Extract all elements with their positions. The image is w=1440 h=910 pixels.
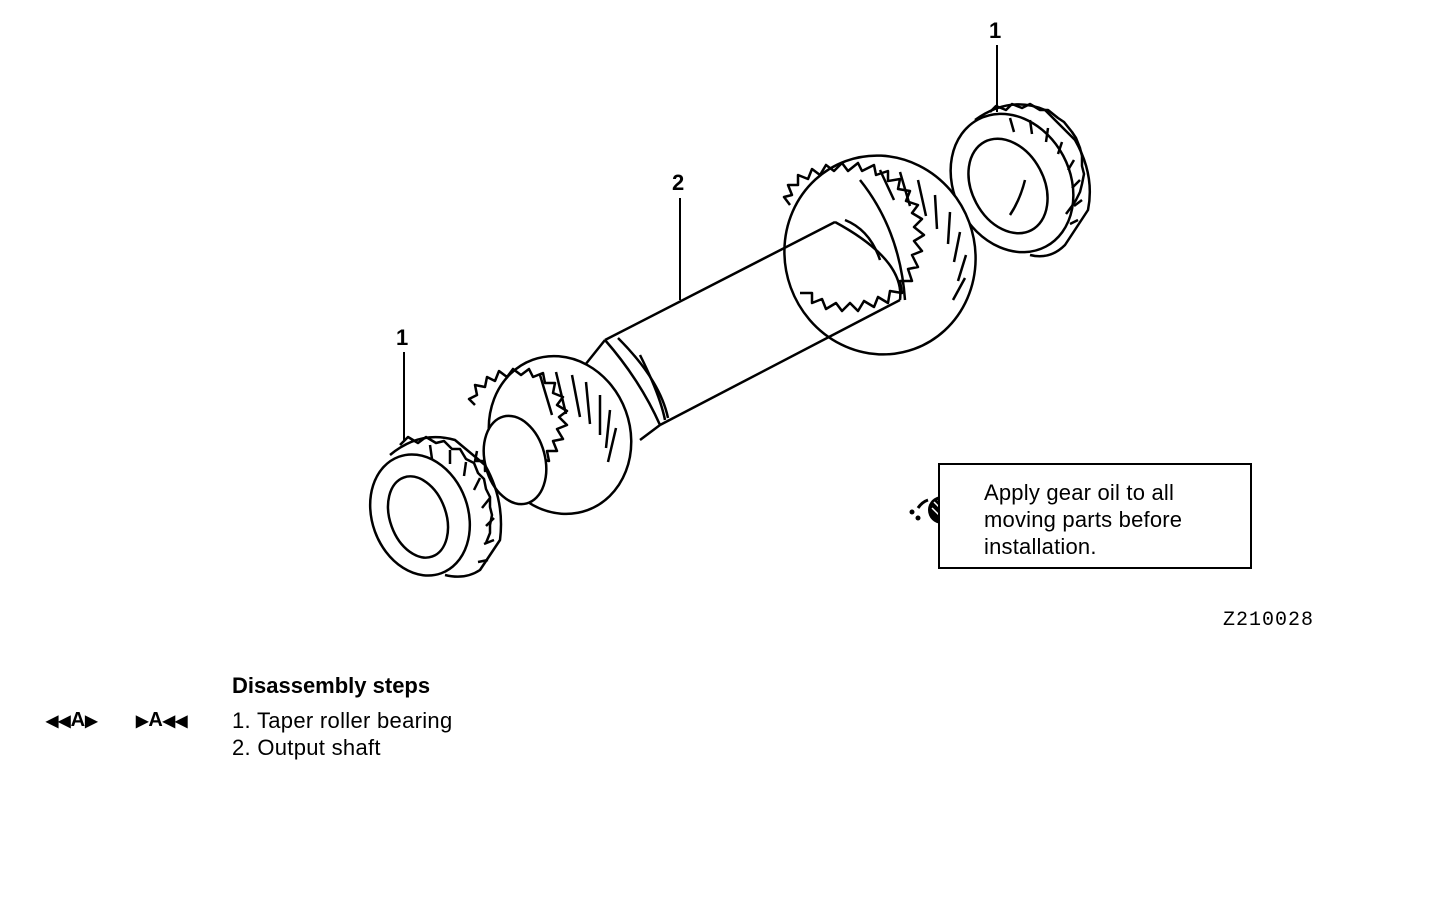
output-shaft [584,220,902,441]
step-item-1: 1. Taper roller bearing [232,708,453,733]
removal-marker-letter: A [70,709,86,731]
figure-code: Z210028 [1223,609,1315,632]
left-arrow-icon: ◀◀ [46,713,71,730]
installation-service-marker: ▶A◀◀ [136,707,187,735]
small-helical-gear [467,354,633,516]
left-arrow-icon: ◀◀ [162,713,188,730]
note-line-1: Apply gear oil to all [984,480,1175,505]
taper-roller-bearing-left [368,435,503,578]
note-line-3: installation. [984,534,1097,559]
taper-roller-bearing-right [949,102,1092,258]
callout-number-bearing-top: 1 [989,18,1002,43]
note-line-2: moving parts before [984,507,1183,532]
removal-service-marker: ◀◀A▶ [46,707,97,735]
leader-lines [403,45,998,440]
gear-oil-note: Apply gear oil to all moving parts befor… [938,463,1252,569]
callout-number-bearing-left: 1 [396,325,409,350]
callout-number-shaft: 2 [672,170,685,195]
step-item-2: 2. Output shaft [232,735,381,760]
disassembly-steps-title: Disassembly steps [232,673,431,698]
gear-oil-note-text: Apply gear oil to all moving parts befor… [984,479,1246,560]
right-arrow-icon: ▶ [85,713,98,730]
install-marker-letter: A [148,709,163,731]
right-arrow-icon: ▶ [136,713,149,730]
